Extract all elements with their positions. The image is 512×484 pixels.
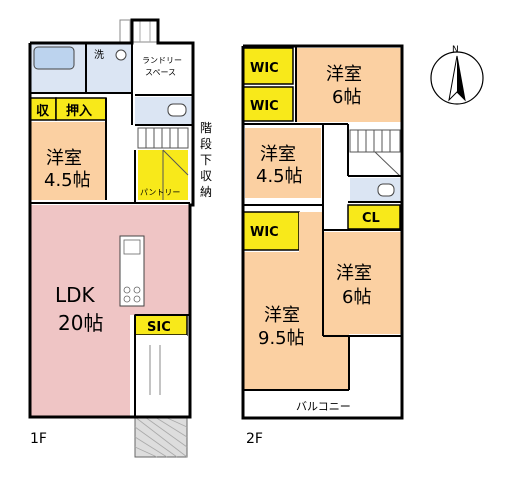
bedroom-4-5-size: 4.5帖 <box>256 166 303 187</box>
floor1-label: 1F <box>30 431 47 447</box>
bathtub <box>33 46 75 70</box>
entrance-porch-top <box>119 19 159 43</box>
bedroom-6-top <box>296 48 402 122</box>
ldk-size: 20帖 <box>58 311 103 335</box>
bedroom-1f <box>30 122 106 200</box>
bedroom-9-5 <box>243 252 349 390</box>
bedroom-6-top-size: 6帖 <box>332 87 361 108</box>
wic-mid-label: WIC <box>250 99 279 114</box>
stairs-storage-4: 収 <box>200 169 212 183</box>
washroom <box>86 43 132 93</box>
balcony <box>243 390 402 418</box>
stairs-storage-5: 納 <box>200 185 212 199</box>
wic-mid <box>242 86 294 122</box>
stairs-storage-3: 下 <box>200 153 212 167</box>
wic-top-label: WIC <box>250 61 279 76</box>
bedroom-9-5-label: 洋室 <box>264 305 300 326</box>
storage-oshiire-label: 押入 <box>66 103 92 119</box>
cl-closet <box>347 204 401 230</box>
pantry-label: パントリー <box>140 188 180 197</box>
cl-label: CL <box>362 211 380 226</box>
bedroom-6-right-label: 洋室 <box>336 263 372 284</box>
floor2-label: 2F <box>246 431 263 447</box>
entrance-hall <box>135 335 187 415</box>
bedroom-4-5-label: 洋室 <box>260 144 296 165</box>
sic-label: SIC <box>147 320 171 335</box>
stairs-storage-2: 段 <box>200 136 212 151</box>
wic-left-label: WIC <box>250 225 279 240</box>
bedroom-1f-label: 洋室 <box>46 148 82 169</box>
stairs-1f <box>137 127 189 200</box>
compass-north-label: N <box>452 45 459 55</box>
compass: N <box>430 45 484 105</box>
walls-1f <box>28 18 195 419</box>
bedroom-9-5-size: 9.5帖 <box>258 328 305 349</box>
floor1-plan: 洗 ランドリー スペース 収 押入 洋室 4.5帖 パントリー 階 段 下 収 … <box>28 18 212 458</box>
ldk-room <box>30 205 130 417</box>
stairs-storage-1: 階 <box>200 120 212 135</box>
bedroom-4-5-2f <box>245 128 321 198</box>
ldk-label: LDK <box>55 283 96 307</box>
storage-shu-label: 収 <box>36 104 50 119</box>
stairs-2f <box>349 129 401 177</box>
laundry-space-label-1: ランドリー <box>142 56 182 65</box>
bedroom-6-right-size: 6帖 <box>342 287 371 308</box>
balcony-label: バルコニー <box>296 400 351 413</box>
floor2-plan: WIC WIC 洋室 6帖 洋室 4.5帖 CL WIC 洋室 6帖 洋室 9.… <box>241 44 404 447</box>
compass-ring <box>430 51 484 105</box>
bedroom-6-top-label: 洋室 <box>326 64 362 85</box>
laundry-mark: 洗 <box>94 49 104 61</box>
bedroom-1f-size: 4.5帖 <box>44 170 91 191</box>
laundry-space-label-2: スペース <box>145 68 176 77</box>
laundry-space <box>135 45 193 95</box>
